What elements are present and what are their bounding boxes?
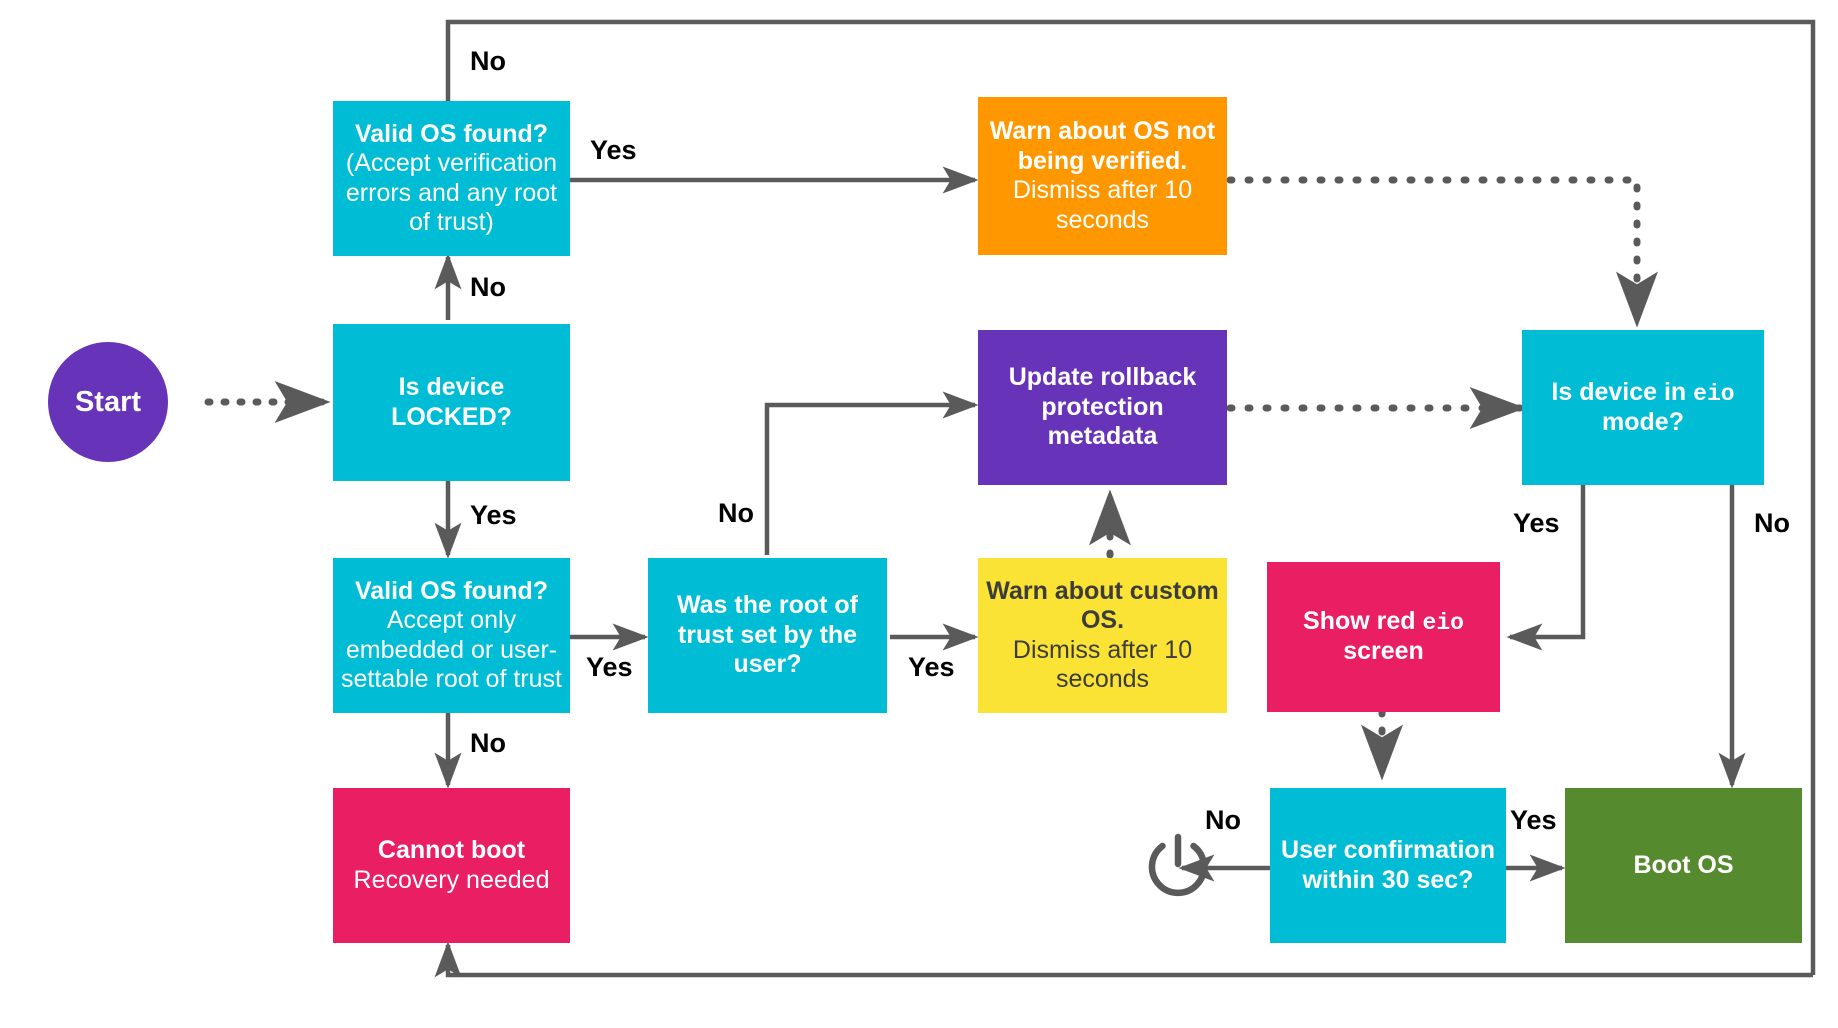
edge-label-root-no: No [718,498,754,528]
power-icon [1142,830,1214,902]
edge-valid-unlocked-no [445,19,1816,975]
eio-keyword: eio [1422,610,1464,637]
node-valid-os-unlocked[interactable]: Valid OS found? (Accept verification err… [333,101,570,256]
node-cannot-boot-subtitle: Recovery needed [353,865,550,894]
edge-return-to-cannot-boot [434,941,1813,978]
edge-label-eio-no: No [1754,508,1790,538]
node-cannot-boot-title: Cannot boot [377,836,526,864]
edge-label-valid-locked-no: No [470,728,506,758]
node-cannot-boot[interactable]: Cannot boot Recovery needed [333,788,570,943]
node-valid-os-locked-subtitle: Accept only embedded or user-settable ro… [341,606,562,693]
edge-eio-yes [1506,484,1586,651]
node-user-confirmation[interactable]: User confirmation within 30 sec? [1270,788,1506,943]
edge-label-valid-unlocked-yes: Yes [590,135,637,165]
node-start[interactable]: Start [48,342,168,462]
node-start-label: Start [74,385,142,418]
edge-label-root-yes: Yes [908,652,955,682]
node-warn-custom-os[interactable]: Warn about custom OS. Dismiss after 10 s… [978,558,1227,713]
node-update-rollback-title: Update rollback protection metadata [1008,363,1197,451]
node-boot-os-title: Boot OS [1633,850,1734,879]
node-warn-custom-os-subtitle: Dismiss after 10 seconds [1012,635,1193,694]
node-is-eio-mode-title: Is device in eio mode? [1551,377,1735,436]
edge-label-eio-yes: Yes [1513,508,1560,538]
node-is-device-locked[interactable]: Is device LOCKED? [333,324,570,481]
node-valid-os-locked[interactable]: Valid OS found? Accept only embedded or … [333,558,570,713]
node-update-rollback[interactable]: Update rollback protection metadata [978,330,1227,485]
node-valid-os-unlocked-title: Valid OS found? [354,119,549,148]
node-show-red-eio-screen-title: Show red eio screen [1303,607,1464,666]
edge-label-valid-locked-yes: Yes [586,652,633,682]
node-valid-os-locked-title: Valid OS found? [354,576,549,605]
edge-label-valid-unlocked-no: No [470,46,506,76]
edge-label-confirm-no: No [1205,805,1241,835]
node-warn-unverified-title: Warn about OS not being verified. [989,117,1216,175]
node-is-device-locked-title: Is device LOCKED? [391,373,512,431]
node-warn-unverified[interactable]: Warn about OS not being verified. Dismis… [978,97,1227,255]
node-is-eio-mode[interactable]: Is device in eio mode? [1522,330,1764,485]
node-root-of-trust[interactable]: Was the root of trust set by the user? [648,558,887,713]
node-valid-os-unlocked-subtitle: (Accept verification errors and any root… [345,149,558,236]
node-user-confirmation-title: User confirmation within 30 sec? [1281,836,1495,894]
node-root-of-trust-title: Was the root of trust set by the user? [676,591,858,679]
node-show-red-eio-screen[interactable]: Show red eio screen [1267,562,1500,712]
edge-root-no [764,391,979,555]
node-boot-os[interactable]: Boot OS [1565,788,1802,943]
node-warn-unverified-subtitle: Dismiss after 10 seconds [1012,176,1193,234]
edge-label-confirm-yes: Yes [1510,805,1557,835]
eio-keyword: eio [1693,380,1735,407]
node-warn-custom-os-title: Warn about custom OS. [986,576,1219,635]
edge-label-locked-yes: Yes [470,500,517,530]
edge-label-locked-no: No [470,272,506,302]
edge-warn-unverified-to-eio [1226,176,1659,328]
